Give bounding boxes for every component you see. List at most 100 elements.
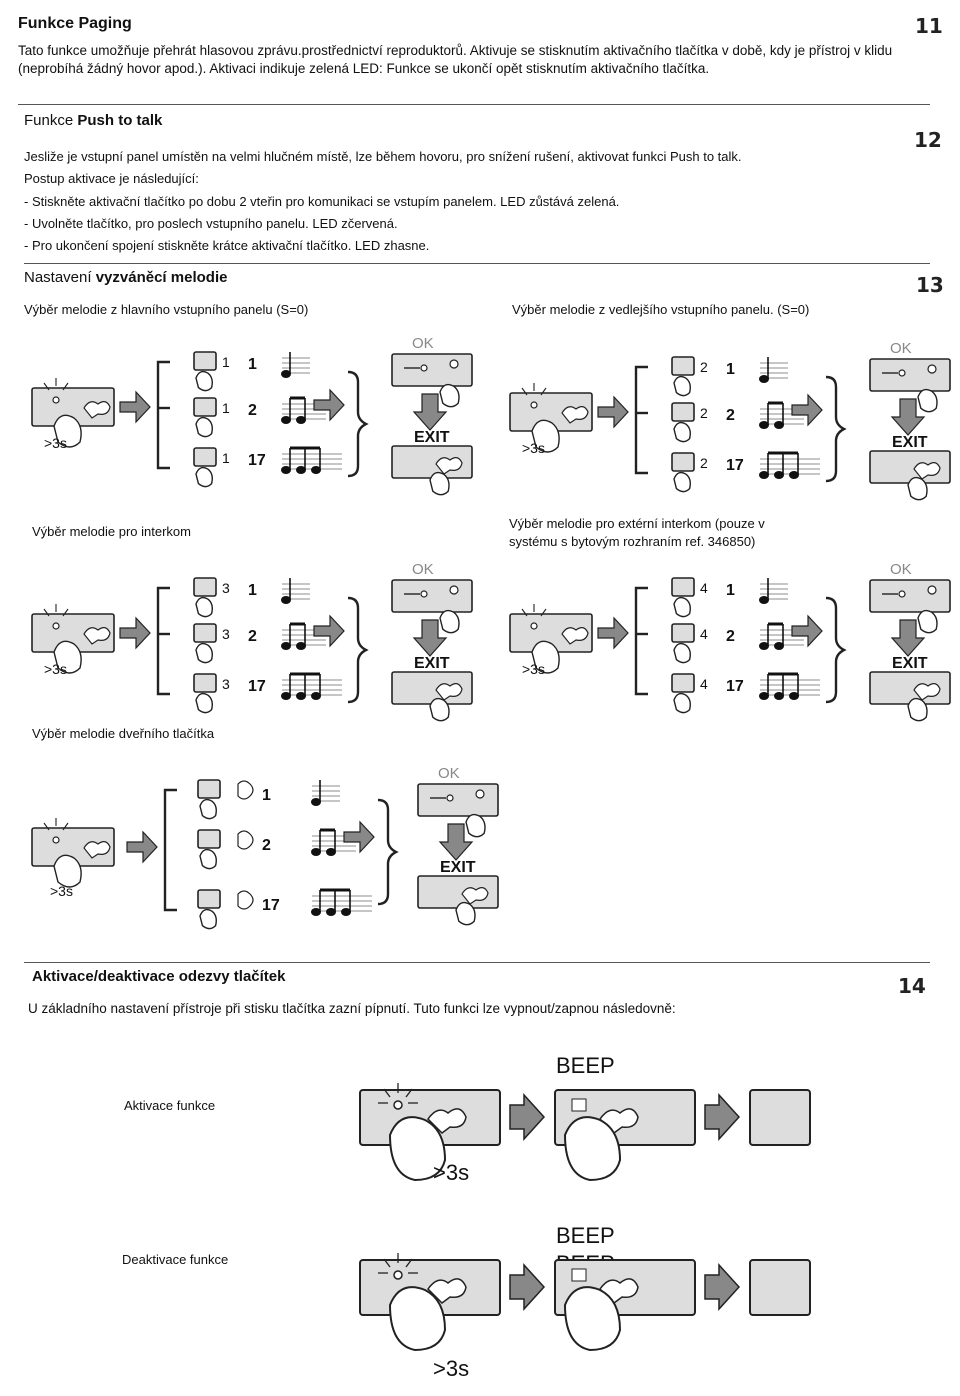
finger-icon (195, 692, 213, 714)
melody-number: 1 (262, 787, 271, 804)
divider (24, 263, 930, 264)
speech-bubble-icon (435, 683, 463, 701)
music-notes-icon (759, 451, 820, 479)
section-14-text: U základního nastavení přístroje při sti… (28, 1001, 676, 1016)
key-icon (671, 577, 695, 597)
music-notes-icon (281, 446, 342, 474)
finger-icon (531, 640, 560, 674)
key-icon (671, 356, 695, 376)
speech-bubble-icon (83, 401, 111, 419)
music-notes-icon (281, 352, 310, 378)
arrow-down-icon (438, 823, 474, 861)
section-12-line-5: - Pro ukončení spojení stiskněte krátce … (24, 238, 430, 253)
key-icon (193, 447, 217, 467)
bell-icon (237, 890, 254, 910)
melody-number: 2 (248, 402, 257, 419)
divider (24, 962, 930, 963)
beep-text-1: BEEP (556, 1223, 615, 1248)
arrow-right-icon (704, 1263, 741, 1311)
section-13-title-bold: vyzváněcí melodie (95, 269, 228, 286)
ok-label: OK (890, 340, 912, 357)
music-notes-icon (759, 401, 804, 429)
melody-number: 2 (262, 837, 271, 854)
bracket (163, 788, 177, 912)
melody-number: 1 (726, 582, 735, 599)
button-panel-pressed (359, 1083, 501, 1182)
digit-label: 1 (222, 354, 230, 370)
arrow-right-icon (704, 1093, 741, 1141)
finger-icon (195, 596, 213, 618)
label-external-intercom-1: Výběr melodie pro extérní interkom (pouz… (509, 516, 765, 531)
finger-icon (673, 471, 691, 493)
led-icon (52, 622, 60, 630)
section-12-line-1: Jesliže je vstupní panel umístěn na velm… (24, 149, 742, 164)
finger-icon (917, 388, 938, 413)
label-intercom: Výběr melodie pro interkom (32, 524, 191, 539)
led-icon (449, 359, 459, 369)
music-notes-icon (311, 780, 340, 806)
section-12-title-prefix: Funkce (24, 112, 78, 129)
melody-row: 17 (197, 888, 372, 930)
section-11-title: Funkce Paging (18, 15, 132, 32)
key-icon (193, 397, 217, 417)
finger-icon (429, 471, 450, 496)
speech-bubble-icon (913, 683, 941, 701)
finger-icon (455, 901, 476, 926)
label-door-button: Výběr melodie dveřního tlačítka (32, 726, 215, 741)
section-13-title: Nastavení vyzváněcí melodie (24, 269, 227, 286)
melody-number: 17 (248, 452, 266, 469)
ok-panel (391, 579, 473, 613)
finger-icon (53, 854, 82, 888)
section-11-text-2: (neprobíhá žádný hovor apod.). Aktivaci … (18, 61, 710, 76)
key-icon (671, 402, 695, 422)
music-notes-icon (311, 888, 372, 916)
digit-label: 3 (222, 580, 230, 596)
key-icon (671, 673, 695, 693)
arrow-right-icon (509, 1093, 546, 1141)
activate-label: Aktivace funkce (124, 1098, 216, 1113)
arrow-right-icon (313, 614, 345, 648)
arrow-right-icon (313, 388, 345, 422)
arrow-down-icon (412, 619, 448, 657)
section-13-title-prefix: Nastavení (24, 269, 96, 286)
finger-icon (195, 642, 213, 664)
section-12-title-bold: Push to talk (77, 112, 163, 129)
led-icon (927, 364, 937, 374)
arrow-right-icon (597, 616, 629, 650)
finger-icon (673, 692, 691, 714)
finger-icon (907, 476, 928, 501)
led-blink-icon (521, 383, 547, 396)
led-icon (52, 836, 60, 844)
finger-icon (465, 813, 486, 838)
key-icon (197, 779, 221, 799)
finger-icon (199, 908, 217, 930)
digit-label: 3 (222, 676, 230, 692)
music-notes-icon (281, 672, 342, 700)
key-icon (193, 623, 217, 643)
button-panel-released (749, 1089, 811, 1146)
melody-number: 17 (726, 678, 744, 695)
bracket (156, 586, 170, 696)
button-panel-released (749, 1259, 811, 1316)
divider (18, 104, 930, 105)
key-icon (197, 889, 221, 909)
melody-number: 17 (262, 897, 280, 914)
finger-icon (429, 697, 450, 722)
press-time-label: >3s (522, 661, 545, 677)
press-time-label: >3s (433, 1160, 470, 1185)
led-blink-icon (521, 604, 547, 617)
arrow-right-icon (791, 614, 823, 648)
ok-label: OK (890, 561, 912, 578)
speech-bubble-icon (435, 457, 463, 475)
